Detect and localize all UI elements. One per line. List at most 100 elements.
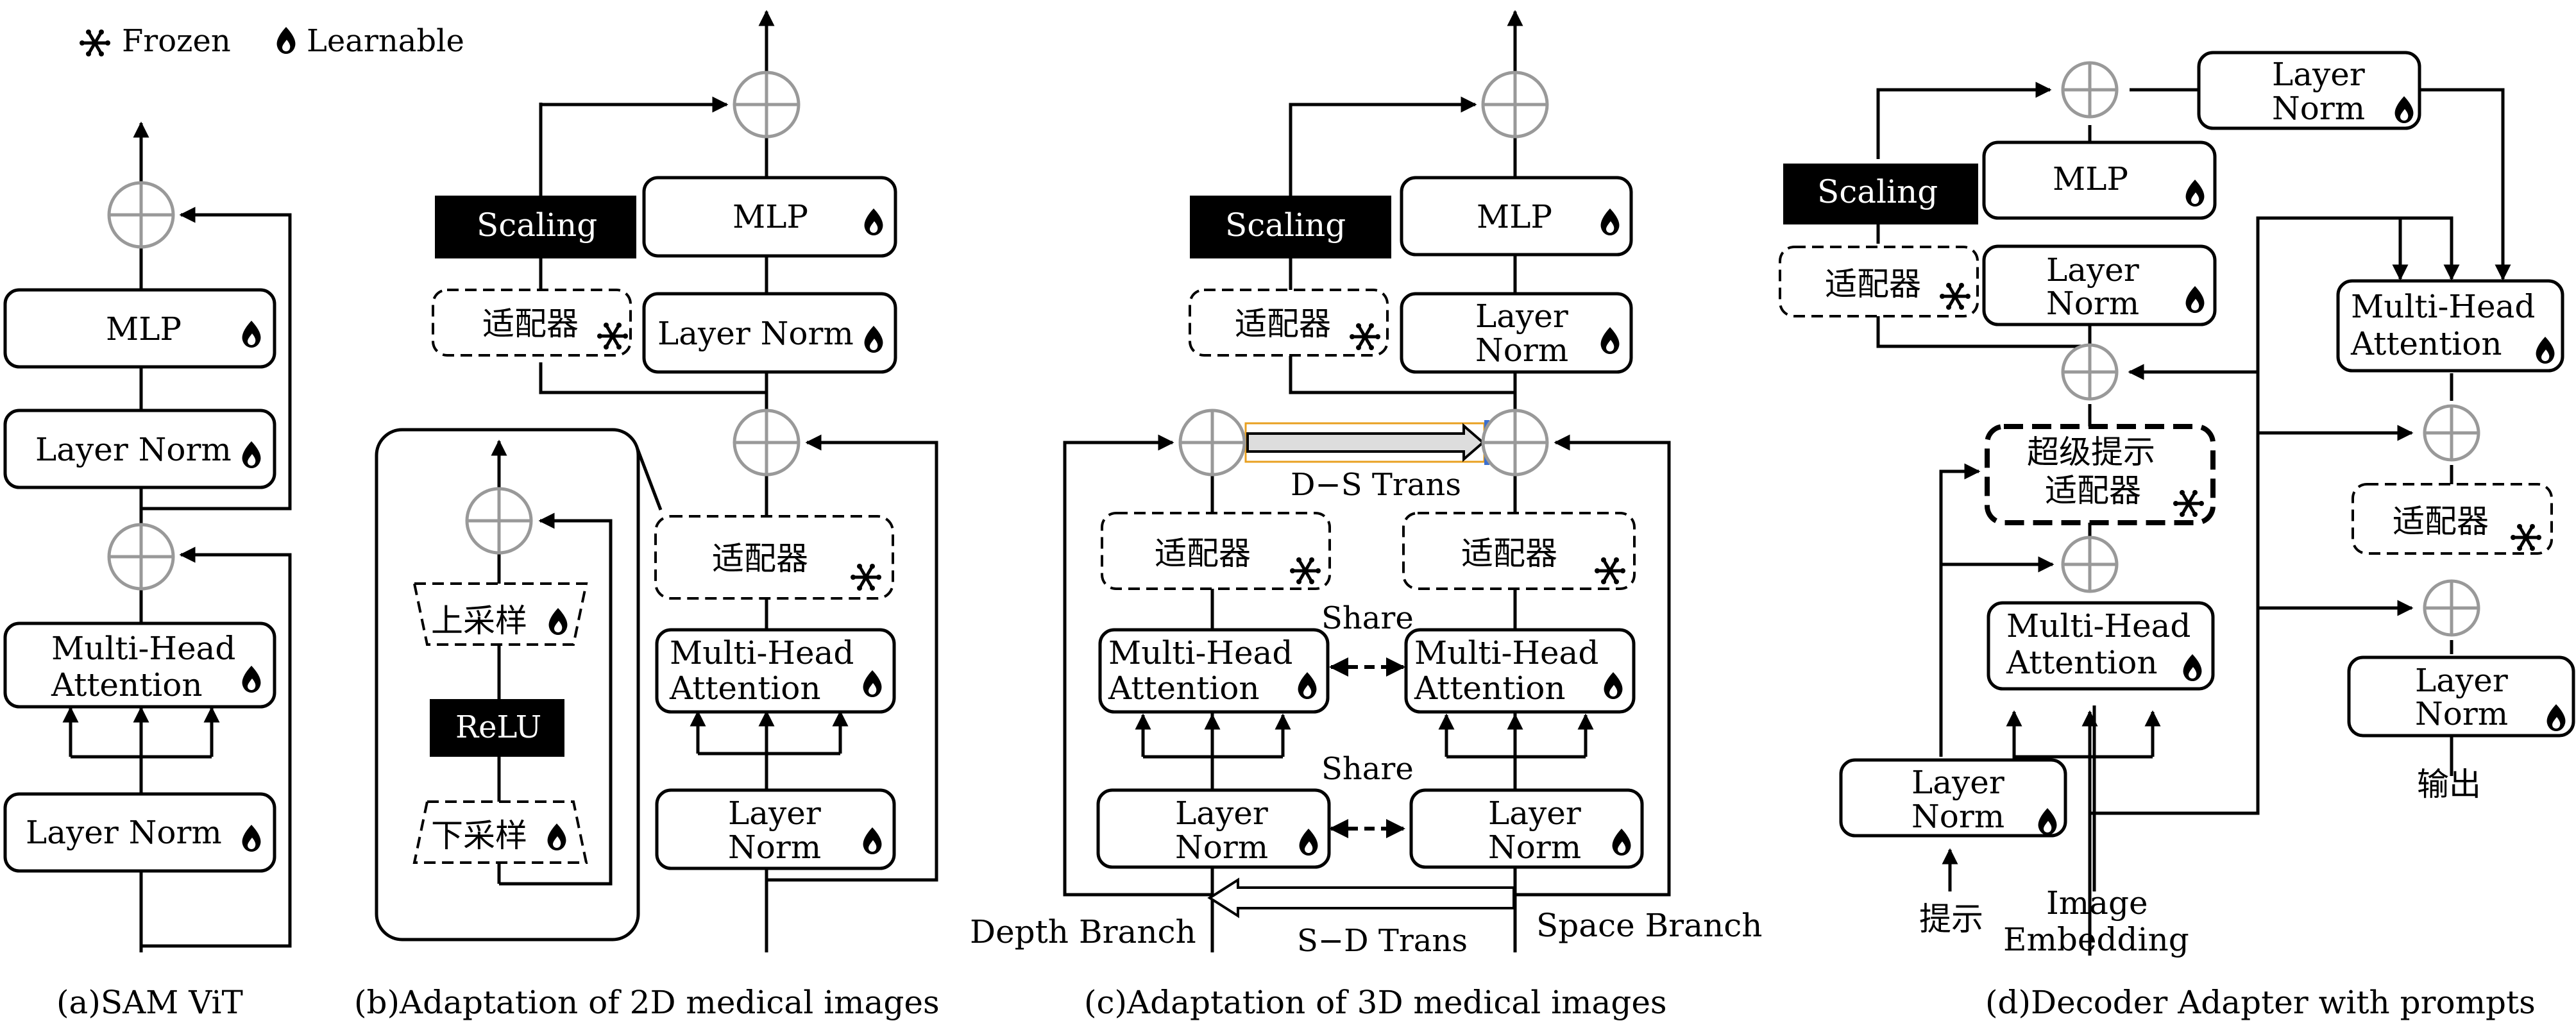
caption-c: (c)Adaptation of 3D medical images [1084, 984, 1667, 1021]
legend-learnable: Learnable [307, 23, 464, 59]
legend-frozen: Frozen [122, 23, 231, 59]
c-layernorm-2-box [1400, 292, 1633, 374]
c-adapter-small-box [1189, 289, 1389, 357]
a-mlp-label: MLP [106, 310, 182, 348]
b-mlp-box [642, 176, 897, 258]
caption-b: (b)Adaptation of 2D medical images [354, 984, 940, 1021]
a-layernorm-1-box [3, 792, 276, 873]
c-space-adapter-label: 适配器 [1461, 535, 1557, 572]
b-mha-box [655, 628, 896, 714]
c-layernorm-label-2: Norm [1475, 332, 1568, 369]
d-right-add-2 [2423, 579, 2480, 637]
d-right-mha-label-2: Attention [2350, 325, 2502, 362]
d-layernorm-top-label-1: Layer [2272, 56, 2365, 93]
b-scaling-box [435, 196, 636, 258]
a-mha-label-2: Attention [51, 666, 203, 704]
b-downsample-label: 下采样 [431, 817, 527, 854]
snowflake-icon [80, 30, 110, 56]
d-prompt-layernorm-label-1: Layer [1911, 764, 2004, 801]
c-scaling-label: Scaling [1225, 207, 1346, 244]
a-add-1 [107, 523, 175, 591]
d-adapter-left-box [1779, 246, 1979, 317]
d-super-prompt-adapter-box [1985, 424, 2216, 525]
d-scaling-label: Scaling [1817, 173, 1938, 210]
b-downsample-box [412, 800, 588, 864]
c-share-label-1: Share [1321, 751, 1414, 787]
b-layernorm-2-label: Layer Norm [657, 315, 854, 352]
d-adapter-right-box [2351, 483, 2553, 555]
d-layernorm-top-label-2: Norm [2272, 90, 2365, 127]
b-add-1 [733, 409, 801, 477]
d-output-label: 输出 [2417, 766, 2481, 803]
b-adapter-small-box [432, 289, 632, 357]
d-super-prompt-label-1: 超级提示 [2027, 434, 2155, 471]
c-depth-layernorm-label-2: Norm [1175, 829, 1268, 866]
panel-d: Layer Norm 提示 Image Embedding Multi-Head… [1779, 51, 2575, 1021]
b-upsample-label: 上采样 [431, 602, 527, 639]
c-space-layernorm-label-2: Norm [1488, 829, 1581, 866]
panel-b: Layer Norm Multi-Head Attention 适配器 Laye… [354, 10, 940, 1021]
b-adapter-box [654, 515, 894, 600]
d-mlp-label: MLP [2053, 160, 2128, 198]
c-layernorm-box [1400, 176, 1633, 257]
d-adapter-left-label: 适配器 [1825, 266, 1921, 303]
c-depth-mha-label-2: Attention [1108, 670, 1260, 707]
c-ds-trans-label: D−S Trans [1291, 467, 1461, 503]
c-layernorm-label-1: Layer [1475, 298, 1568, 335]
c-space-mha-box [1404, 628, 1636, 714]
b-scaling-label: Scaling [477, 207, 597, 244]
d-adapter-right-label: 适配器 [2393, 503, 2489, 540]
b-layernorm-1-label-2: Norm [728, 829, 821, 866]
b-mlp-label: MLP [733, 198, 808, 235]
c-space-branch-label: Space Branch [1536, 907, 1762, 944]
d-layernorm-mid-label-2: Norm [2046, 285, 2139, 322]
a-mha-label-1: Multi-Head [51, 630, 235, 667]
a-layernorm-2-label: Layer Norm [35, 431, 232, 468]
a-mlp-box [3, 288, 276, 369]
c-depth-adapter-label: 适配器 [1155, 535, 1251, 572]
a-layernorm-2-box [3, 409, 276, 489]
c-depth-add [1178, 409, 1246, 477]
c-space-layernorm-label-1: Layer [1488, 795, 1581, 832]
d-mha-label-1: Multi-Head [2006, 607, 2190, 645]
d-prompt-layernorm-box [1839, 758, 2067, 838]
c-depth-layernorm-label-1: Layer [1175, 795, 1268, 832]
c-space-add-2 [1481, 71, 1549, 139]
a-mha-box [3, 621, 276, 709]
panel-a: Layer Norm Multi-Head Attention Layer No… [3, 121, 292, 1021]
c-adapter-small-label: 适配器 [1235, 305, 1331, 342]
a-layernorm-1-label: Layer Norm [26, 814, 222, 851]
flame-icon [276, 27, 296, 54]
c-depth-layernorm-box [1096, 788, 1331, 869]
c-space-mha-label-1: Multi-Head [1414, 634, 1598, 671]
c-mlp-label: MLP [1477, 198, 1552, 235]
b-layernorm-1-box [655, 788, 896, 870]
b-add-2 [733, 71, 801, 139]
d-right-add-1 [2423, 404, 2480, 462]
d-scaling-box [1783, 164, 1978, 224]
b-mha-label-2: Attention [669, 670, 821, 707]
b-layernorm-1-label-1: Layer [728, 795, 821, 832]
b-layernorm-2-box [642, 292, 897, 374]
d-layernorm-mid-label-1: Layer [2046, 251, 2139, 289]
d-add-3 [2061, 61, 2119, 119]
caption-d: (d)Decoder Adapter with prompts [1985, 984, 2536, 1021]
d-mlp-box [1982, 140, 2217, 220]
b-mha-label-1: Multi-Head [670, 634, 854, 671]
c-depth-mha-label-1: Multi-Head [1108, 634, 1292, 671]
c-depth-branch-label: Depth Branch [970, 913, 1196, 950]
c-depth-adapter-box [1101, 512, 1331, 590]
d-add-1 [2061, 536, 2119, 593]
d-layernorm-top-box [2197, 51, 2421, 130]
a-add-2 [107, 181, 175, 249]
d-image-label: Image [2046, 884, 2148, 922]
d-prompt-layernorm-label-2: Norm [1911, 798, 2004, 835]
d-super-prompt-label-2: 适配器 [2045, 472, 2141, 509]
c-space-adapter-box [1402, 512, 1636, 590]
d-right-mha-box [2336, 279, 2564, 373]
d-layernorm-mid-box [1982, 244, 2217, 326]
b-adapter-add [465, 487, 533, 555]
caption-a: (a)SAM ViT [56, 984, 243, 1021]
c-space-layernorm-box [1409, 788, 1644, 869]
